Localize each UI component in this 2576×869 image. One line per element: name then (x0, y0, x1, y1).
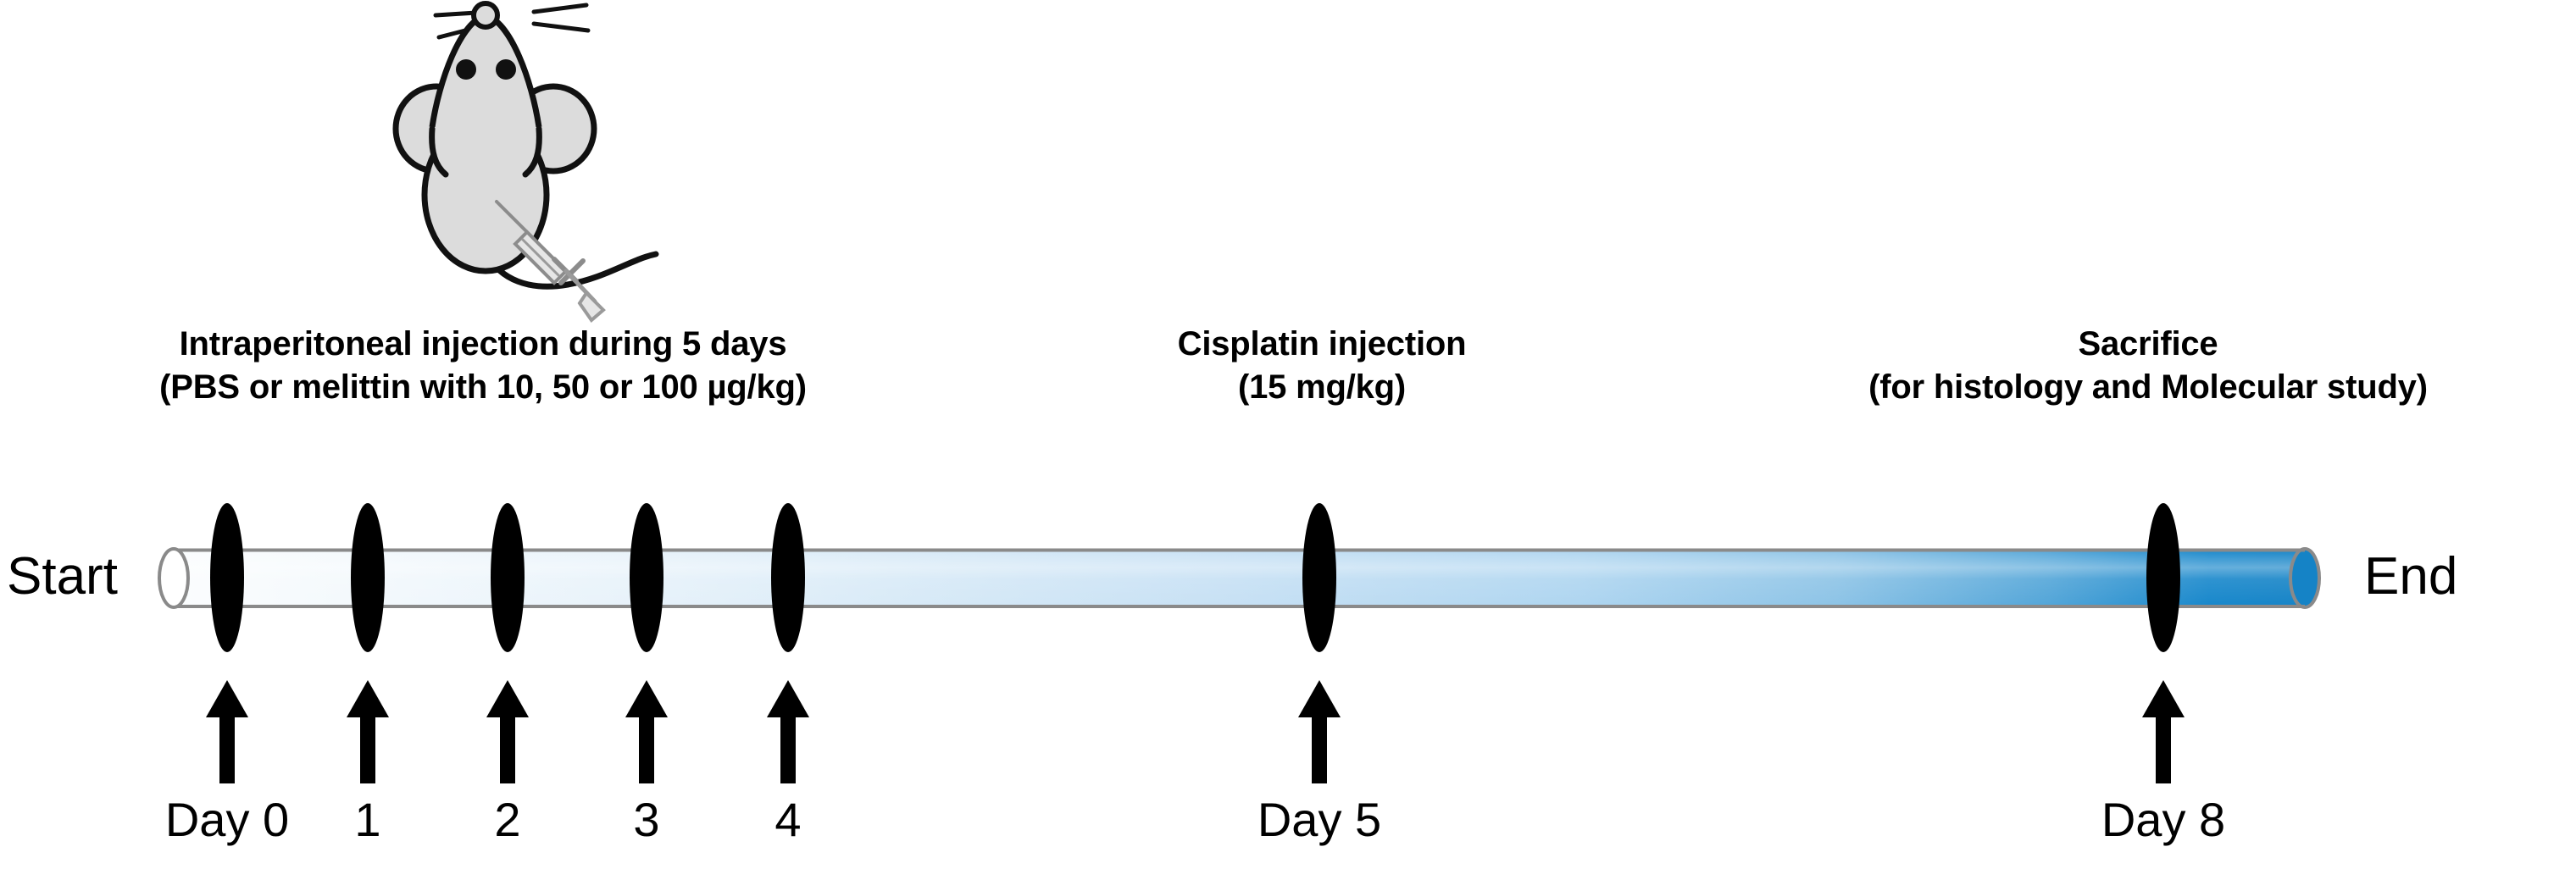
timeline-marker-day-8[interactable] (2146, 503, 2180, 652)
event-label-ip-injection: Intraperitoneal injection during 5 days … (0, 323, 974, 409)
left-eye-icon (456, 59, 476, 80)
timeline-start-caption: Start (7, 547, 118, 606)
day-tick-group: Day 0 1 2 3 4 Day 5 Day 8 (0, 673, 2576, 869)
event-label-line: (PBS or melittin with 10, 50 or 100 µg/k… (159, 368, 807, 406)
event-label-line: Sacrifice (2078, 325, 2218, 363)
timeline-left-cap (158, 547, 190, 609)
day-label-day-8: Day 8 (2101, 793, 2226, 846)
day-arrow-day-4 (767, 680, 809, 783)
day-label-day-1: 1 (354, 793, 381, 846)
day-arrow-day-1 (347, 680, 389, 783)
timeline-marker-day-5[interactable] (1302, 503, 1336, 652)
tail-icon (484, 251, 659, 290)
timeline-axis (0, 474, 2576, 678)
event-label-sacrifice: Sacrifice (for histology and Molecular s… (1712, 323, 2576, 409)
day-label-day-5: Day 5 (1257, 793, 1382, 846)
whiskers-icon (433, 3, 591, 40)
timeline-marker-day-3[interactable] (630, 503, 663, 652)
timeline-marker-day-0[interactable] (210, 503, 244, 652)
day-arrow-day-3 (625, 680, 668, 783)
day-arrow-group (206, 680, 2185, 783)
timeline-marker-group (210, 503, 2180, 652)
event-label-line: (15 mg/kg) (1237, 368, 1407, 406)
day-label-day-4: 4 (774, 793, 802, 846)
day-label-day-0: Day 0 (164, 793, 290, 846)
timeline-marker-day-1[interactable] (351, 503, 385, 652)
timeline-bar (158, 547, 2321, 609)
day-arrow-day-5 (1298, 680, 1341, 783)
timeline-marker-day-2[interactable] (491, 503, 525, 652)
nose-icon (471, 1, 500, 30)
event-label-line: Cisplatin injection (1177, 325, 1467, 363)
day-label-day-2: 2 (494, 793, 521, 846)
mouse-with-syringe-illustration (373, 0, 712, 332)
event-label-line: Intraperitoneal injection during 5 days (179, 325, 787, 363)
syringe-icon (495, 200, 606, 323)
day-arrow-day-2 (486, 680, 529, 783)
day-arrow-day-8 (2142, 680, 2185, 783)
event-label-line: (for histology and Molecular study) (1868, 368, 2428, 406)
timeline-end-caption: End (2364, 547, 2458, 606)
day-label-day-3: 3 (633, 793, 660, 846)
timeline-marker-day-4[interactable] (771, 503, 805, 652)
event-label-cisplatin: Cisplatin injection (15 mg/kg) (907, 323, 1737, 409)
right-eye-icon (496, 59, 516, 80)
day-arrow-day-0 (206, 680, 248, 783)
